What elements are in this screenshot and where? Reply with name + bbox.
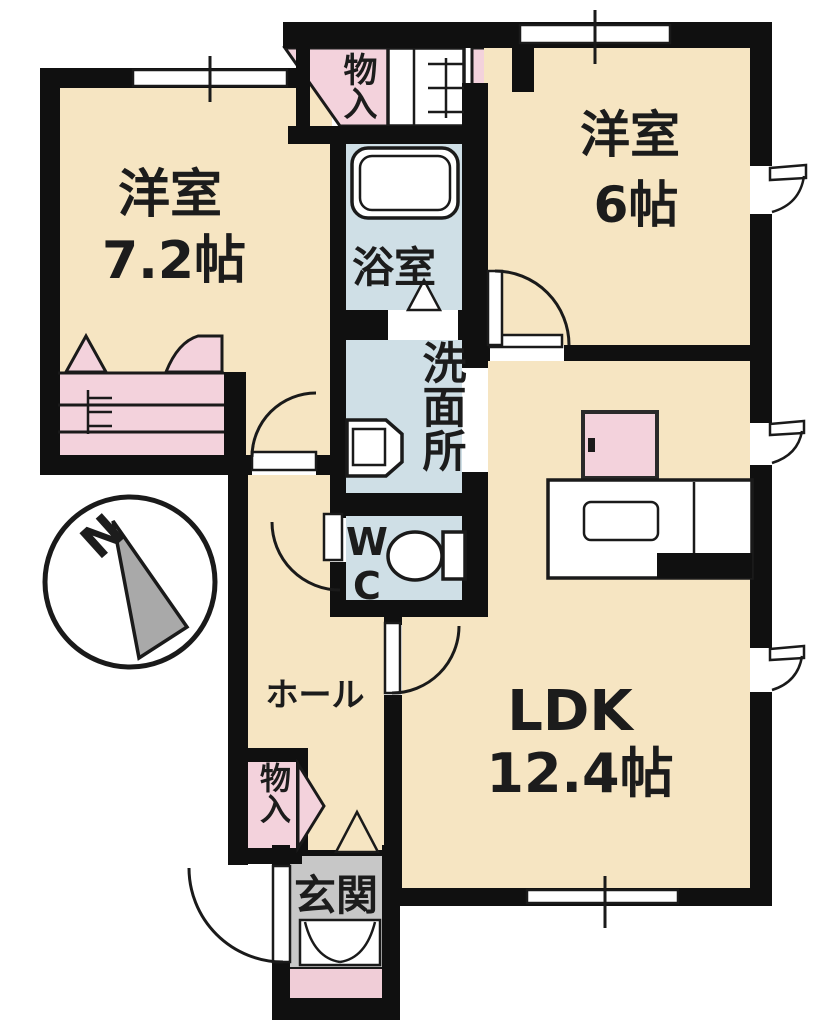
door-bath-folding-icon: [405, 277, 443, 312]
label-ldk-size: 12.4帖: [486, 742, 673, 805]
label-room72-name: 洋室: [118, 165, 222, 225]
door-room6: [486, 269, 571, 349]
compass-icon: N: [42, 494, 218, 670]
shoe-cabinet-icon: [298, 918, 382, 967]
wall-storage-hall-bottom: [230, 848, 302, 864]
label-room6-name: 洋室: [580, 106, 680, 164]
wall-stub-left-of-storage: [296, 40, 310, 144]
opening-ldk-side-window-1: [750, 423, 772, 465]
door-wc: [270, 512, 344, 592]
wall-closet72-right: [224, 372, 246, 475]
wall-under-storage-top: [288, 126, 488, 144]
wall-wc-bottom: [330, 600, 488, 617]
kitchen-sink-icon: [582, 500, 660, 542]
label-bath: 浴室: [352, 243, 436, 292]
wall-hall-left: [228, 455, 248, 865]
door-entrance: [187, 864, 292, 964]
bathtub-icon: [350, 146, 460, 220]
closet72-folding-door-icon: [63, 332, 109, 374]
label-storage-top: 物入: [337, 52, 377, 120]
door-room72: [250, 391, 318, 472]
opening-room6-side-window: [750, 166, 772, 214]
casement-window-room6-icon: [768, 163, 808, 214]
storage-hall-folding-door-icon: [296, 758, 326, 854]
label-ldk-name: LDK: [507, 679, 635, 744]
washbasin-icon: [345, 418, 404, 478]
wall-room72-bottom: [40, 455, 252, 475]
wall-wet-column-right: [462, 83, 488, 617]
closet72-open-door-icon: [163, 334, 224, 374]
label-washroom: 洗面所: [415, 340, 467, 472]
wall-entrance-bottom: [272, 998, 400, 1020]
compass-needle: [111, 519, 190, 661]
label-room72-size: 7.2帖: [102, 231, 246, 291]
wall-storage-hall-top: [230, 748, 308, 762]
opening-room6-door: [490, 345, 564, 361]
label-wc: WC: [345, 520, 389, 608]
room-labels: 洋室 7.2帖 洋室 6帖 浴室 洗面所 WC LDK 12.4帖 ホール 玄関…: [102, 52, 680, 920]
opening-ldk-side-window-2: [750, 648, 772, 692]
storage-hall-details: [296, 758, 381, 854]
storage-top-hanger-icon: [428, 58, 464, 118]
room-72-closet-floor: [58, 372, 226, 457]
closet72-details: [58, 332, 224, 434]
hall-entrance-folding-door-icon: [333, 809, 381, 854]
label-storage-hall: 物入: [254, 762, 291, 824]
label-hall: ホール: [266, 675, 365, 714]
storage-top-details: [412, 48, 464, 126]
window-ldk-bottom-icon: [525, 888, 680, 905]
kitchen-counter-wall-stub: [657, 553, 752, 578]
opening-washroom-door: [462, 368, 488, 472]
kitchen-counter: [546, 478, 754, 580]
closet72-hanger-icon: [86, 390, 112, 434]
casement-window-ldk1-icon: [768, 419, 806, 465]
door-hall-ldk: [383, 621, 461, 695]
label-room6-size: 6帖: [594, 176, 679, 234]
wall-entrance-right: [382, 845, 400, 1020]
wall-left: [40, 68, 60, 475]
hall-upper-floor: [246, 473, 332, 617]
storage-hall-floor: [246, 760, 298, 850]
wall-washroom-wc: [346, 493, 462, 516]
wall-wet-column-left: [330, 144, 346, 617]
opening-bath-door: [388, 310, 458, 340]
doors: [187, 269, 571, 964]
kitchen-stove-icon: [581, 410, 659, 480]
toilet-icon: [386, 530, 467, 582]
casement-window-ldk2-icon: [768, 644, 806, 692]
room-western-6-floor: [484, 46, 752, 347]
fixtures: [58, 48, 754, 967]
entrance-step: [287, 967, 385, 1001]
label-entrance: 玄関: [294, 871, 378, 920]
windows: [131, 10, 808, 928]
